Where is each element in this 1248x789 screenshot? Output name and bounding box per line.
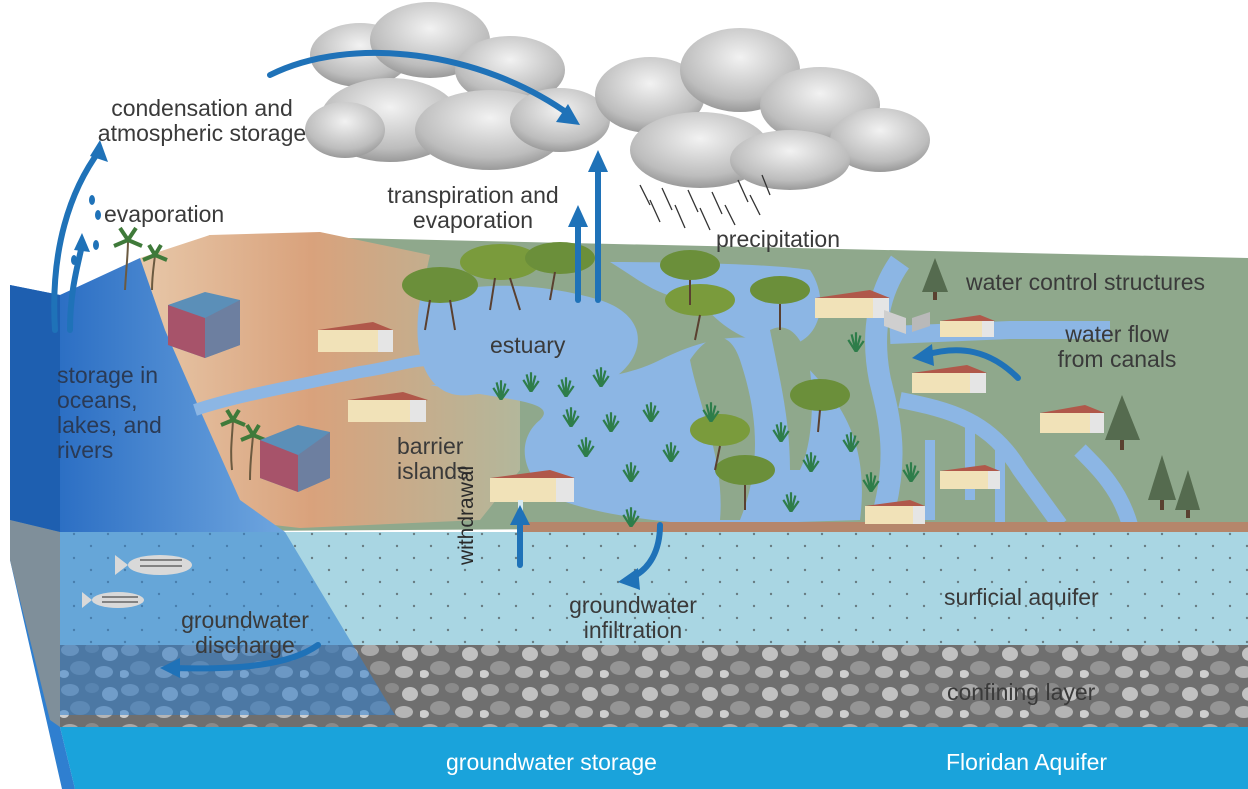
- label-line: oceans,: [57, 387, 138, 413]
- flow-arrows: [51, 49, 1021, 672]
- house-icon: [318, 290, 1105, 524]
- cloud-icon: [595, 28, 930, 190]
- label-line: groundwater: [569, 592, 697, 618]
- label-evaporation: evaporation: [104, 201, 225, 227]
- estuary-water: [417, 285, 638, 396]
- sediment-strip: [520, 522, 1248, 532]
- label-floridan-aquifer: Floridan Aquifer: [946, 749, 1108, 775]
- label-line: discharge: [195, 632, 295, 658]
- label-precipitation: precipitation: [716, 226, 841, 252]
- seawater-wedge: [60, 532, 395, 715]
- label-water-flow: water flow from canals: [1032, 322, 1202, 372]
- label-line: rivers: [57, 437, 114, 463]
- water-gate-icon: [884, 310, 930, 334]
- label-line: from canals: [1057, 346, 1177, 372]
- label-line: transpiration and: [387, 182, 559, 208]
- rain-icon: [639, 174, 771, 231]
- palm-tree-icon: [113, 226, 266, 481]
- label-line: atmospheric storage: [97, 120, 307, 146]
- arrow-heads: [74, 104, 934, 678]
- label-groundwater-infiltration: groundwater infiltration: [548, 593, 718, 643]
- label-line: islands: [397, 458, 469, 484]
- label-line: water flow: [1065, 321, 1169, 347]
- label-surficial-aquifer: surficial aquifer: [944, 584, 1099, 610]
- fish-icon: [82, 555, 192, 608]
- label-groundwater-storage: groundwater storage: [446, 749, 657, 775]
- label-line: barrier: [397, 433, 464, 459]
- ocean-surface: [60, 258, 285, 532]
- label-transpiration: transpiration and evaporation: [368, 183, 578, 233]
- label-line: storage in: [57, 362, 159, 388]
- label-line: evaporation: [412, 207, 534, 233]
- label-line: condensation and: [111, 95, 293, 121]
- mangrove-tree-icon: [660, 250, 850, 510]
- droplets: [71, 195, 101, 265]
- label-estuary: estuary: [490, 332, 566, 358]
- label-barrier-islands: barrier islands: [397, 434, 469, 484]
- label-line: lakes, and: [57, 412, 162, 438]
- label-storage: storage in oceans, lakes, and rivers: [57, 363, 162, 463]
- label-condensation: condensation and atmospheric storage: [82, 96, 322, 146]
- label-groundwater-discharge: groundwater discharge: [160, 608, 330, 658]
- floridan-aquifer-layer: [60, 727, 1248, 789]
- label-withdrawal: withdrawal: [455, 465, 478, 565]
- pine-tree-icon: [922, 258, 1200, 518]
- cloud-icon: [305, 2, 610, 170]
- building-icon: [168, 292, 330, 492]
- label-line: groundwater: [181, 607, 309, 633]
- label-confining-layer: confining layer: [947, 679, 1096, 705]
- label-water-control-structures: water control structures: [966, 269, 1206, 295]
- label-line: infiltration: [583, 617, 683, 643]
